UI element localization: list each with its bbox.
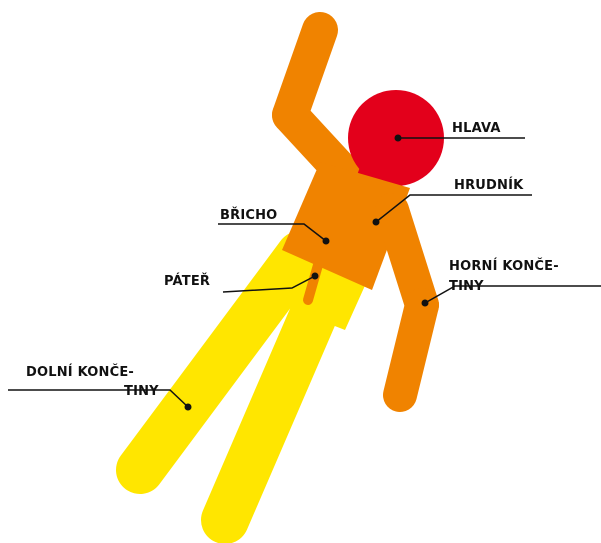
label-chest: HRUDNÍK (454, 177, 524, 193)
label-lower-limbs-line2: TINY (124, 384, 159, 399)
raised-arm (290, 30, 350, 180)
label-head: HLAVA (452, 121, 501, 136)
dot-lower-limbs (185, 404, 192, 411)
dot-head (395, 135, 402, 142)
label-upper-limbs-line1: HORNÍ KONČE- (449, 258, 559, 274)
dot-abdomen (323, 238, 330, 245)
label-lower-limbs-line1: DOLNÍ KONČE- (26, 364, 134, 380)
lower-arm (392, 210, 422, 395)
dot-spine (312, 273, 319, 280)
lower-forearm (400, 305, 422, 395)
forearm (290, 30, 320, 115)
label-spine: PÁTEŘ (164, 273, 210, 289)
label-upper-limbs-line2: TINY (449, 279, 484, 294)
dot-chest (373, 219, 380, 226)
label-abdomen: BŘICHO (220, 207, 277, 223)
dot-upper-limbs (422, 300, 429, 307)
